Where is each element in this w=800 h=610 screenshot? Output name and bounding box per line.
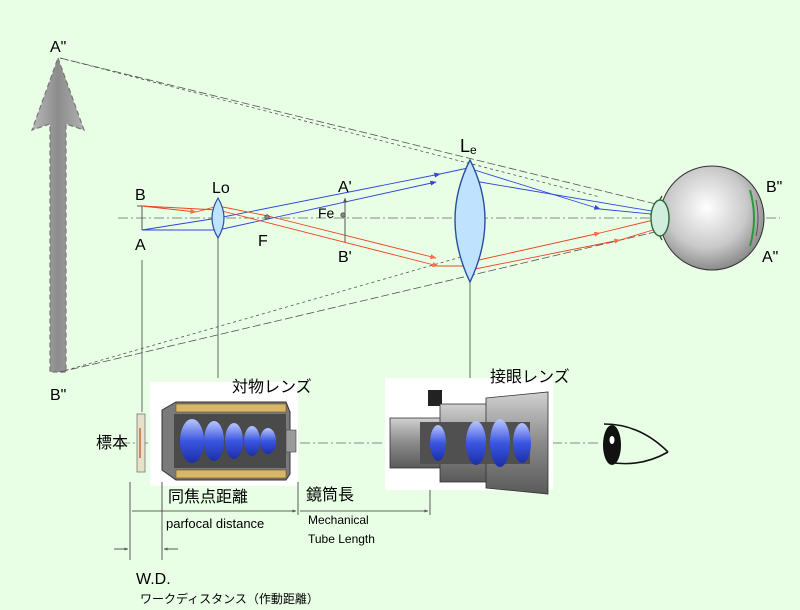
eye-cross-section xyxy=(650,165,765,271)
objective-lens-shape xyxy=(211,196,225,240)
label-eye-a: A" xyxy=(762,249,778,266)
label-parfocal-en: parfocal distance xyxy=(166,516,264,531)
focal-point-f xyxy=(264,214,270,220)
label-objective: 対物レンズ xyxy=(232,377,312,396)
label-tube-en-2: Tube Length xyxy=(308,532,375,546)
label-eyepiece: 接眼レンズ xyxy=(490,367,570,386)
label-parfocal-jp: 同焦点距離 xyxy=(168,487,248,506)
label-eye-b: B" xyxy=(766,179,782,196)
label-b: B xyxy=(135,187,146,204)
label-specimen: 標本 xyxy=(96,433,128,452)
label-fe: Fe xyxy=(318,205,335,221)
label-tube-en-1: Mechanical xyxy=(308,513,369,527)
label-f: F xyxy=(258,233,268,250)
objective-lens-photo xyxy=(150,382,298,486)
label-b-prime: B' xyxy=(338,249,352,266)
blue-rays xyxy=(141,167,753,231)
eyepiece-lens-shape xyxy=(454,158,486,284)
label-le: Le xyxy=(460,136,477,157)
label-tube-jp: 鏡筒長 xyxy=(306,485,354,504)
dimension-lines xyxy=(114,482,431,560)
label-wd-jp: ワークディスタンス（作動距離） xyxy=(140,591,319,606)
label-a: A xyxy=(135,237,146,254)
label-wd: W.D. xyxy=(136,571,171,588)
label-virtual-a: A" xyxy=(50,39,66,56)
label-a-prime: A' xyxy=(338,179,352,196)
virtual-image-arrow xyxy=(31,56,85,373)
specimen-slide xyxy=(136,413,146,473)
label-virtual-b: B" xyxy=(50,387,66,404)
eyepiece-photo xyxy=(385,378,553,495)
construction-lines xyxy=(59,57,661,373)
focal-point-fe xyxy=(340,212,346,218)
eye-icon xyxy=(603,423,669,465)
label-lo: Lo xyxy=(212,180,230,197)
